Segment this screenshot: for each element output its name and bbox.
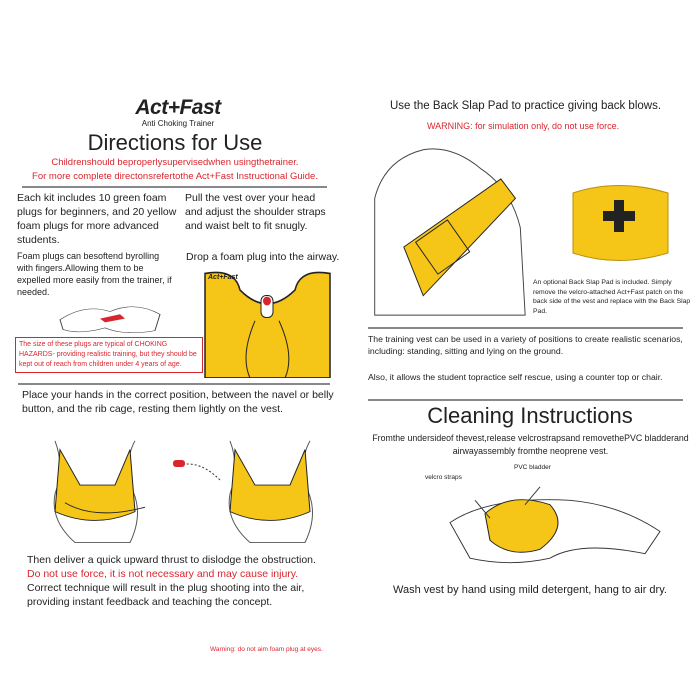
heimlich-illustration-after [228,440,313,544]
pad-text: An optional Back Slap Pad is included. S… [533,279,691,315]
positions-text: The training vest can be used in a varie… [368,334,683,356]
back-slap-pad-illustration [572,185,669,261]
wash-text: Wash vest by hand using mild detergent, … [393,584,667,596]
guide-reference: For more complete directonsrefertothe Ac… [32,171,318,182]
logo: Act+Fast Anti Choking Trainer [118,96,238,128]
thrust-result: Correct technique will result in the plu… [27,582,305,608]
force-warning: Do not use force, it is not necessary an… [27,568,299,580]
hands-illustration [59,306,161,334]
choking-hazard-box: The size of these plugs are typical of C… [15,337,203,373]
back-slap-title: Use the Back Slap Pad to practice giving… [390,100,662,112]
supervision-warning: Childrenshould beproperlysupervisedwhen … [51,157,299,168]
thrust-instruction: Then deliver a quick upward thrust to di… [27,554,316,566]
vest-illustration [204,271,331,378]
self-rescue-text: Also, it allows the student topractice s… [368,372,663,382]
page-title: Directions for Use [87,130,263,155]
cleaning-title: Cleaning Instructions [427,403,633,428]
kit-text: Each kit includes 10 green foam plugs fo… [17,192,177,246]
plug-trajectory [173,460,221,481]
heimlich-illustration-before [53,440,146,544]
pull-text: Pull the vest over your head and adjust … [185,192,326,232]
eyes-warning: Warning: do not aim foam plug at eyes. [210,646,323,653]
thrust-text: Then deliver a quick upward thrust to di… [27,553,332,609]
divider [368,327,683,329]
velcro-straps-label: velcro straps [425,474,462,481]
back-slap-warning: WARNING: for simulation only, do not use… [427,121,620,131]
place-hands-text: Place your hands in the correct position… [22,389,334,415]
divider [22,186,327,188]
soften-text: Foam plugs can besoftend byrolling with … [17,251,172,297]
logo-subtitle: Anti Choking Trainer [141,119,215,128]
logo-brand: Act+Fast [135,96,221,119]
divider [18,383,330,385]
divider [368,399,683,401]
vest-label: Act+Fast [208,274,238,281]
cleaning-text: Fromthe undersideof thevest,release velc… [372,433,689,456]
back-slap-illustration [374,148,526,316]
drop-text: Drop a foam plug into the airway. [186,251,340,263]
pvc-bladder-label: PVC bladder [514,464,551,471]
vest-cleaning-illustration [449,486,661,564]
